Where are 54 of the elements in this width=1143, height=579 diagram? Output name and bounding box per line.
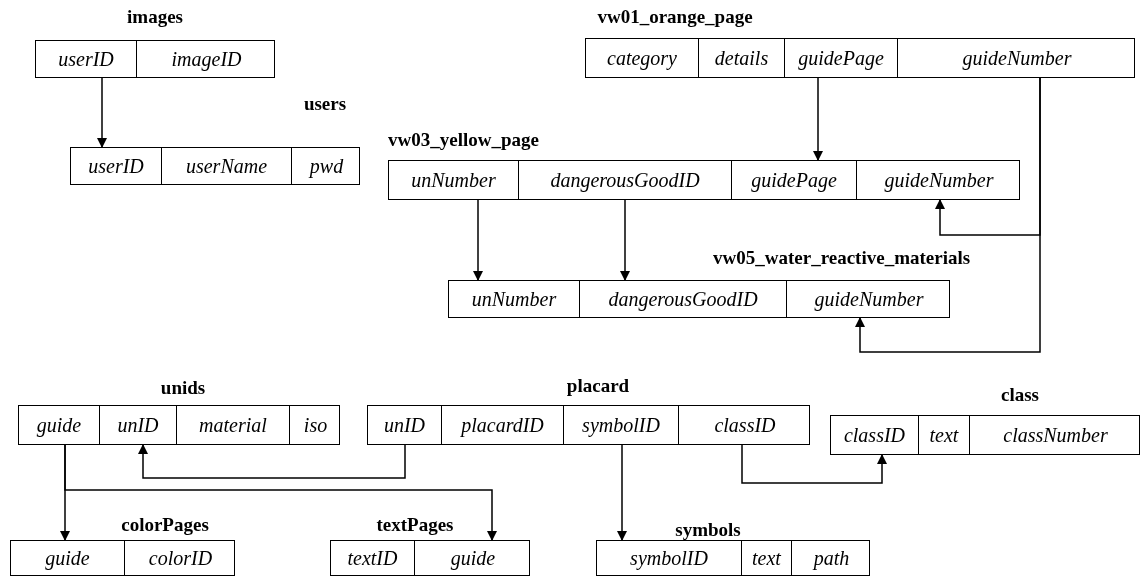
arrow [97, 76, 107, 149]
column-field: pwd [291, 148, 361, 184]
column-field: colorID [124, 541, 236, 575]
table-name: vw05_water_reactive_materials [713, 246, 972, 270]
table-name: images [126, 5, 184, 29]
column-field: userID [71, 148, 161, 184]
column-field: symbolID [563, 406, 678, 444]
table-name: textPages [375, 513, 455, 537]
column-field: unID [368, 406, 441, 444]
table-name: vw03_yellow_page [388, 128, 540, 152]
table-name: class [1000, 383, 1040, 407]
column-field: guide [11, 541, 124, 575]
column-field: dangerousGoodID [518, 161, 731, 199]
arrow [813, 76, 823, 162]
table-name: symbols [674, 518, 742, 542]
column-field: guide [414, 541, 531, 575]
column-field: text [918, 416, 969, 454]
table-name: users [302, 92, 348, 116]
table-name: unids [159, 376, 207, 400]
table-name: colorPages [120, 513, 210, 537]
column-field: guideNumber [786, 281, 951, 317]
column-field: dangerousGoodID [579, 281, 786, 317]
column-field: classID [678, 406, 811, 444]
arrow [138, 443, 406, 479]
table-name: vw01_orange_page [596, 5, 754, 29]
column-field: unNumber [449, 281, 579, 317]
arrow [617, 443, 627, 542]
table-name: placard [565, 374, 631, 398]
column-field: classNumber [969, 416, 1141, 454]
column-field: iso [289, 406, 341, 444]
arrow [741, 443, 887, 484]
column-field: imageID [136, 41, 276, 77]
column-field: placardID [441, 406, 563, 444]
column-field: guideNumber [856, 161, 1021, 199]
column-field: guideNumber [897, 39, 1136, 77]
arrow [64, 443, 497, 542]
column-field: text [741, 541, 791, 575]
column-field: details [698, 39, 784, 77]
column-field: category [586, 39, 698, 77]
column-field: guidePage [784, 39, 897, 77]
column-field: classID [831, 416, 918, 454]
column-field: unID [99, 406, 176, 444]
column-field: guidePage [731, 161, 856, 199]
column-field: path [791, 541, 871, 575]
column-field: userName [161, 148, 291, 184]
column-field: userID [36, 41, 136, 77]
column-field: guide [19, 406, 99, 444]
column-field: symbolID [597, 541, 741, 575]
column-field: textID [331, 541, 414, 575]
arrow [620, 198, 630, 282]
arrow [855, 76, 1041, 353]
column-field: material [176, 406, 289, 444]
column-field: unNumber [389, 161, 518, 199]
arrow [473, 198, 483, 282]
